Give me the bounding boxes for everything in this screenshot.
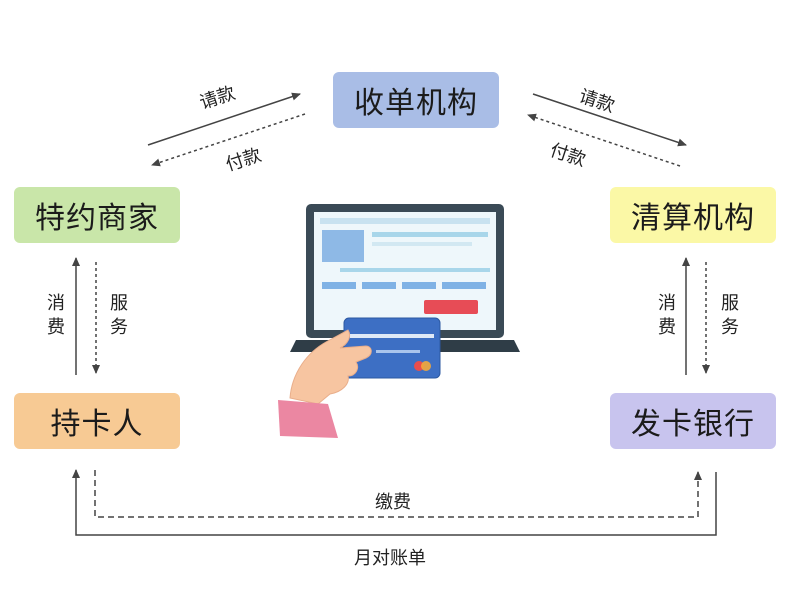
consume-label-right: 消费 [656, 292, 678, 340]
statement-label: 月对账单 [354, 544, 426, 570]
payment-label: 缴费 [375, 488, 411, 514]
service-label-left: 服务 [108, 292, 130, 340]
service-label-right: 服务 [719, 292, 741, 340]
hand-icon [278, 330, 371, 438]
consume-label-left: 消费 [45, 292, 67, 340]
